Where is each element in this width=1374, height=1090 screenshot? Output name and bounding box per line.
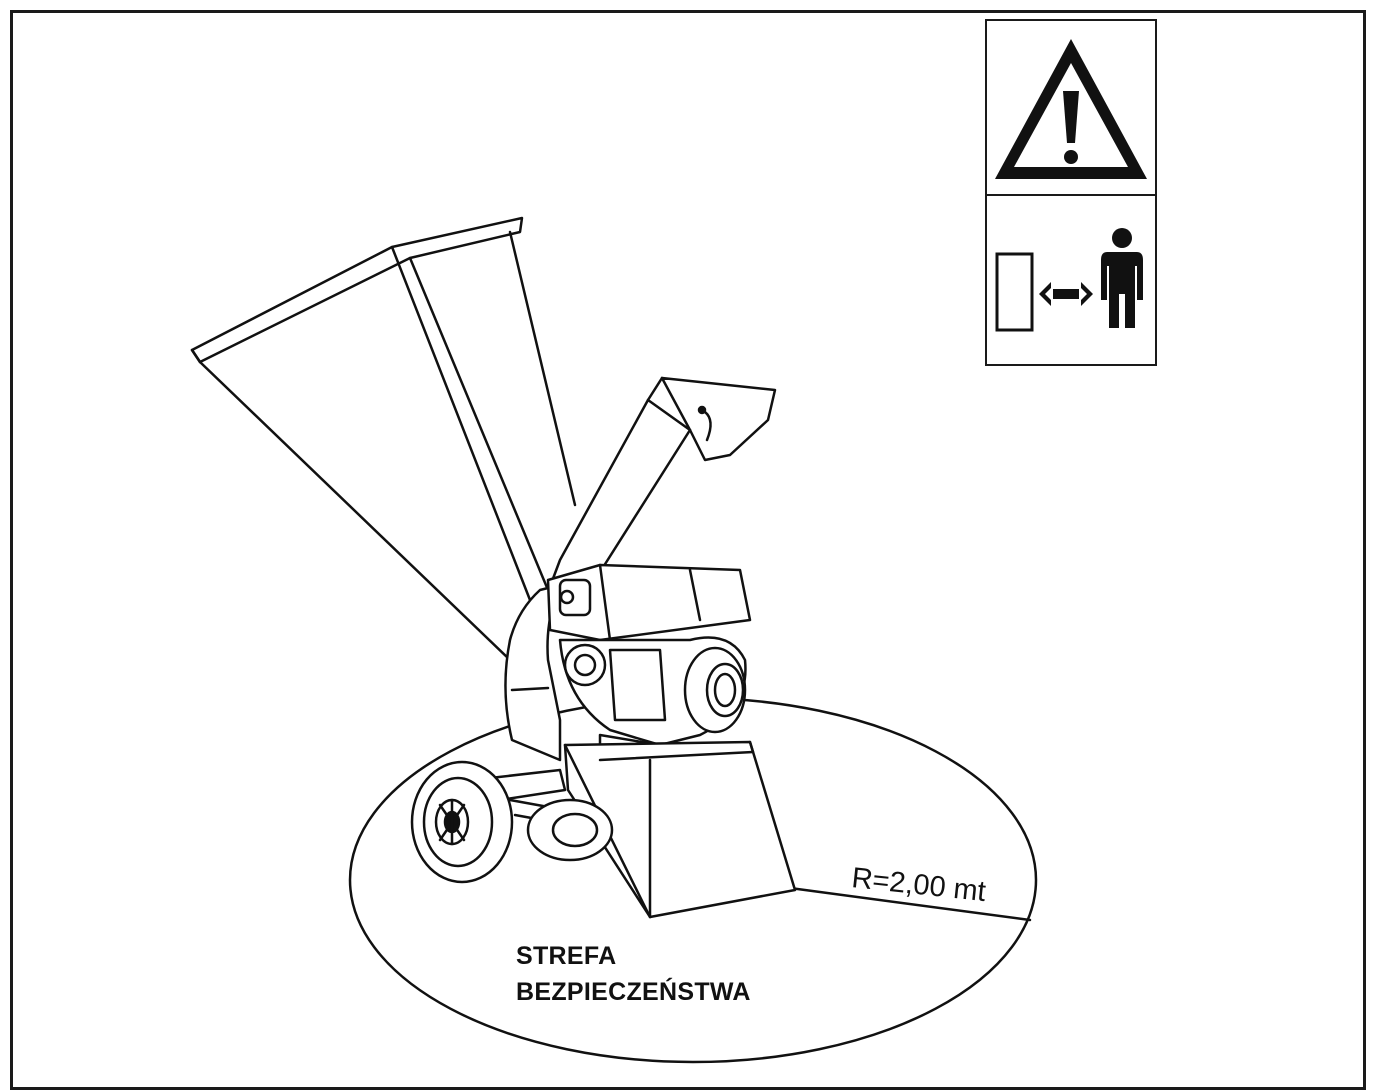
feed-hopper (190, 216, 577, 662)
machine-box-icon (995, 252, 1034, 332)
chipper-housing (504, 583, 562, 762)
person-icon (1101, 228, 1143, 328)
discharge-chute (543, 376, 777, 612)
base-stand (563, 740, 797, 919)
double-arrow-icon (1039, 282, 1093, 306)
rear-wheel (526, 798, 614, 862)
warning-sign-panel (987, 21, 1155, 196)
safety-sign (985, 19, 1157, 366)
safety-zone-label: STREFA BEZPIECZEŃSTWA (516, 938, 751, 1010)
radius-line (788, 886, 1032, 922)
safety-zone-label-line2: BEZPIECZEŃSTWA (516, 978, 751, 1006)
keep-distance-sign-panel (987, 196, 1155, 364)
keep-distance-person-icon (995, 228, 1143, 332)
safety-zone-label-line1: STREFA (516, 942, 617, 970)
warning-triangle-icon (995, 39, 1147, 179)
front-wheel (410, 760, 514, 884)
